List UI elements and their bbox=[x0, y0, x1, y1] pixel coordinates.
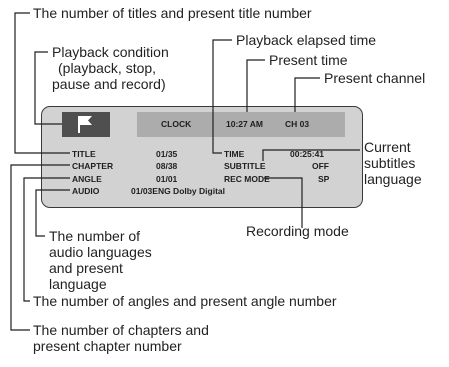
callout-subtitles-language-2: subtitles bbox=[364, 155, 416, 171]
callout-audio-languages-1: The number of bbox=[49, 228, 141, 244]
callout-audio-languages-2: audio languages bbox=[49, 244, 152, 260]
chapter-label: CHAPTER bbox=[72, 161, 114, 171]
recmode-value: SP bbox=[318, 174, 330, 184]
channel-value: CH 03 bbox=[285, 119, 310, 129]
leader-recording-mode bbox=[264, 177, 303, 228]
callout-subtitles-language-3: language bbox=[364, 171, 422, 187]
leader-present-time bbox=[246, 59, 265, 112]
audio-value: 01/03ENG Dolby Digital bbox=[131, 186, 225, 196]
leader-present-channel bbox=[294, 77, 320, 112]
callout-playback-condition-1: Playback condition bbox=[52, 44, 169, 60]
leader-audio bbox=[35, 189, 70, 237]
angle-value: 01/01 bbox=[156, 174, 178, 184]
clock-bar bbox=[137, 112, 345, 137]
callout-chapters-2: present chapter number bbox=[33, 338, 182, 354]
callout-playback-condition-2: (playback, stop, bbox=[58, 60, 157, 76]
leader-elapsed-time bbox=[212, 39, 232, 154]
callout-audio-languages-3: and present bbox=[49, 260, 123, 276]
clock-time: 10:27 AM bbox=[226, 119, 264, 129]
callout-chapters-1: The number of chapters and bbox=[33, 322, 209, 338]
flag-icon bbox=[78, 116, 92, 133]
subtitle-value: OFF bbox=[312, 161, 329, 171]
leader-titles bbox=[14, 12, 70, 154]
angle-label: ANGLE bbox=[72, 174, 102, 184]
time-label: TIME bbox=[224, 149, 245, 159]
recmode-label: REC MODE bbox=[224, 174, 270, 184]
title-value: 01/35 bbox=[156, 149, 178, 159]
callout-present-channel: Present channel bbox=[324, 70, 426, 86]
callout-subtitles-language-1: Current bbox=[364, 139, 411, 155]
leader-subtitles-language bbox=[262, 149, 360, 161]
clock-label: CLOCK bbox=[161, 119, 192, 129]
time-value: 00:25:41 bbox=[290, 149, 325, 159]
title-label: TITLE bbox=[72, 149, 96, 159]
leader-chapters bbox=[10, 164, 70, 331]
callout-present-time: Present time bbox=[269, 52, 348, 68]
chapter-value: 08/38 bbox=[156, 161, 178, 171]
callout-elapsed-time: Playback elapsed time bbox=[236, 32, 377, 48]
audio-label: AUDIO bbox=[72, 186, 100, 196]
callout-titles: The number of titles and present title n… bbox=[33, 5, 312, 21]
callout-recording-mode: Recording mode bbox=[246, 223, 349, 239]
playback-condition-box bbox=[62, 112, 110, 137]
leader-angles bbox=[23, 177, 70, 302]
callout-audio-languages-4: language bbox=[49, 276, 107, 292]
callout-angles: The number of angles and present angle n… bbox=[33, 293, 337, 309]
callout-playback-condition-3: pause and record) bbox=[52, 76, 166, 92]
subtitle-label: SUBTITLE bbox=[224, 161, 266, 171]
leader-playback-condition bbox=[34, 51, 62, 125]
